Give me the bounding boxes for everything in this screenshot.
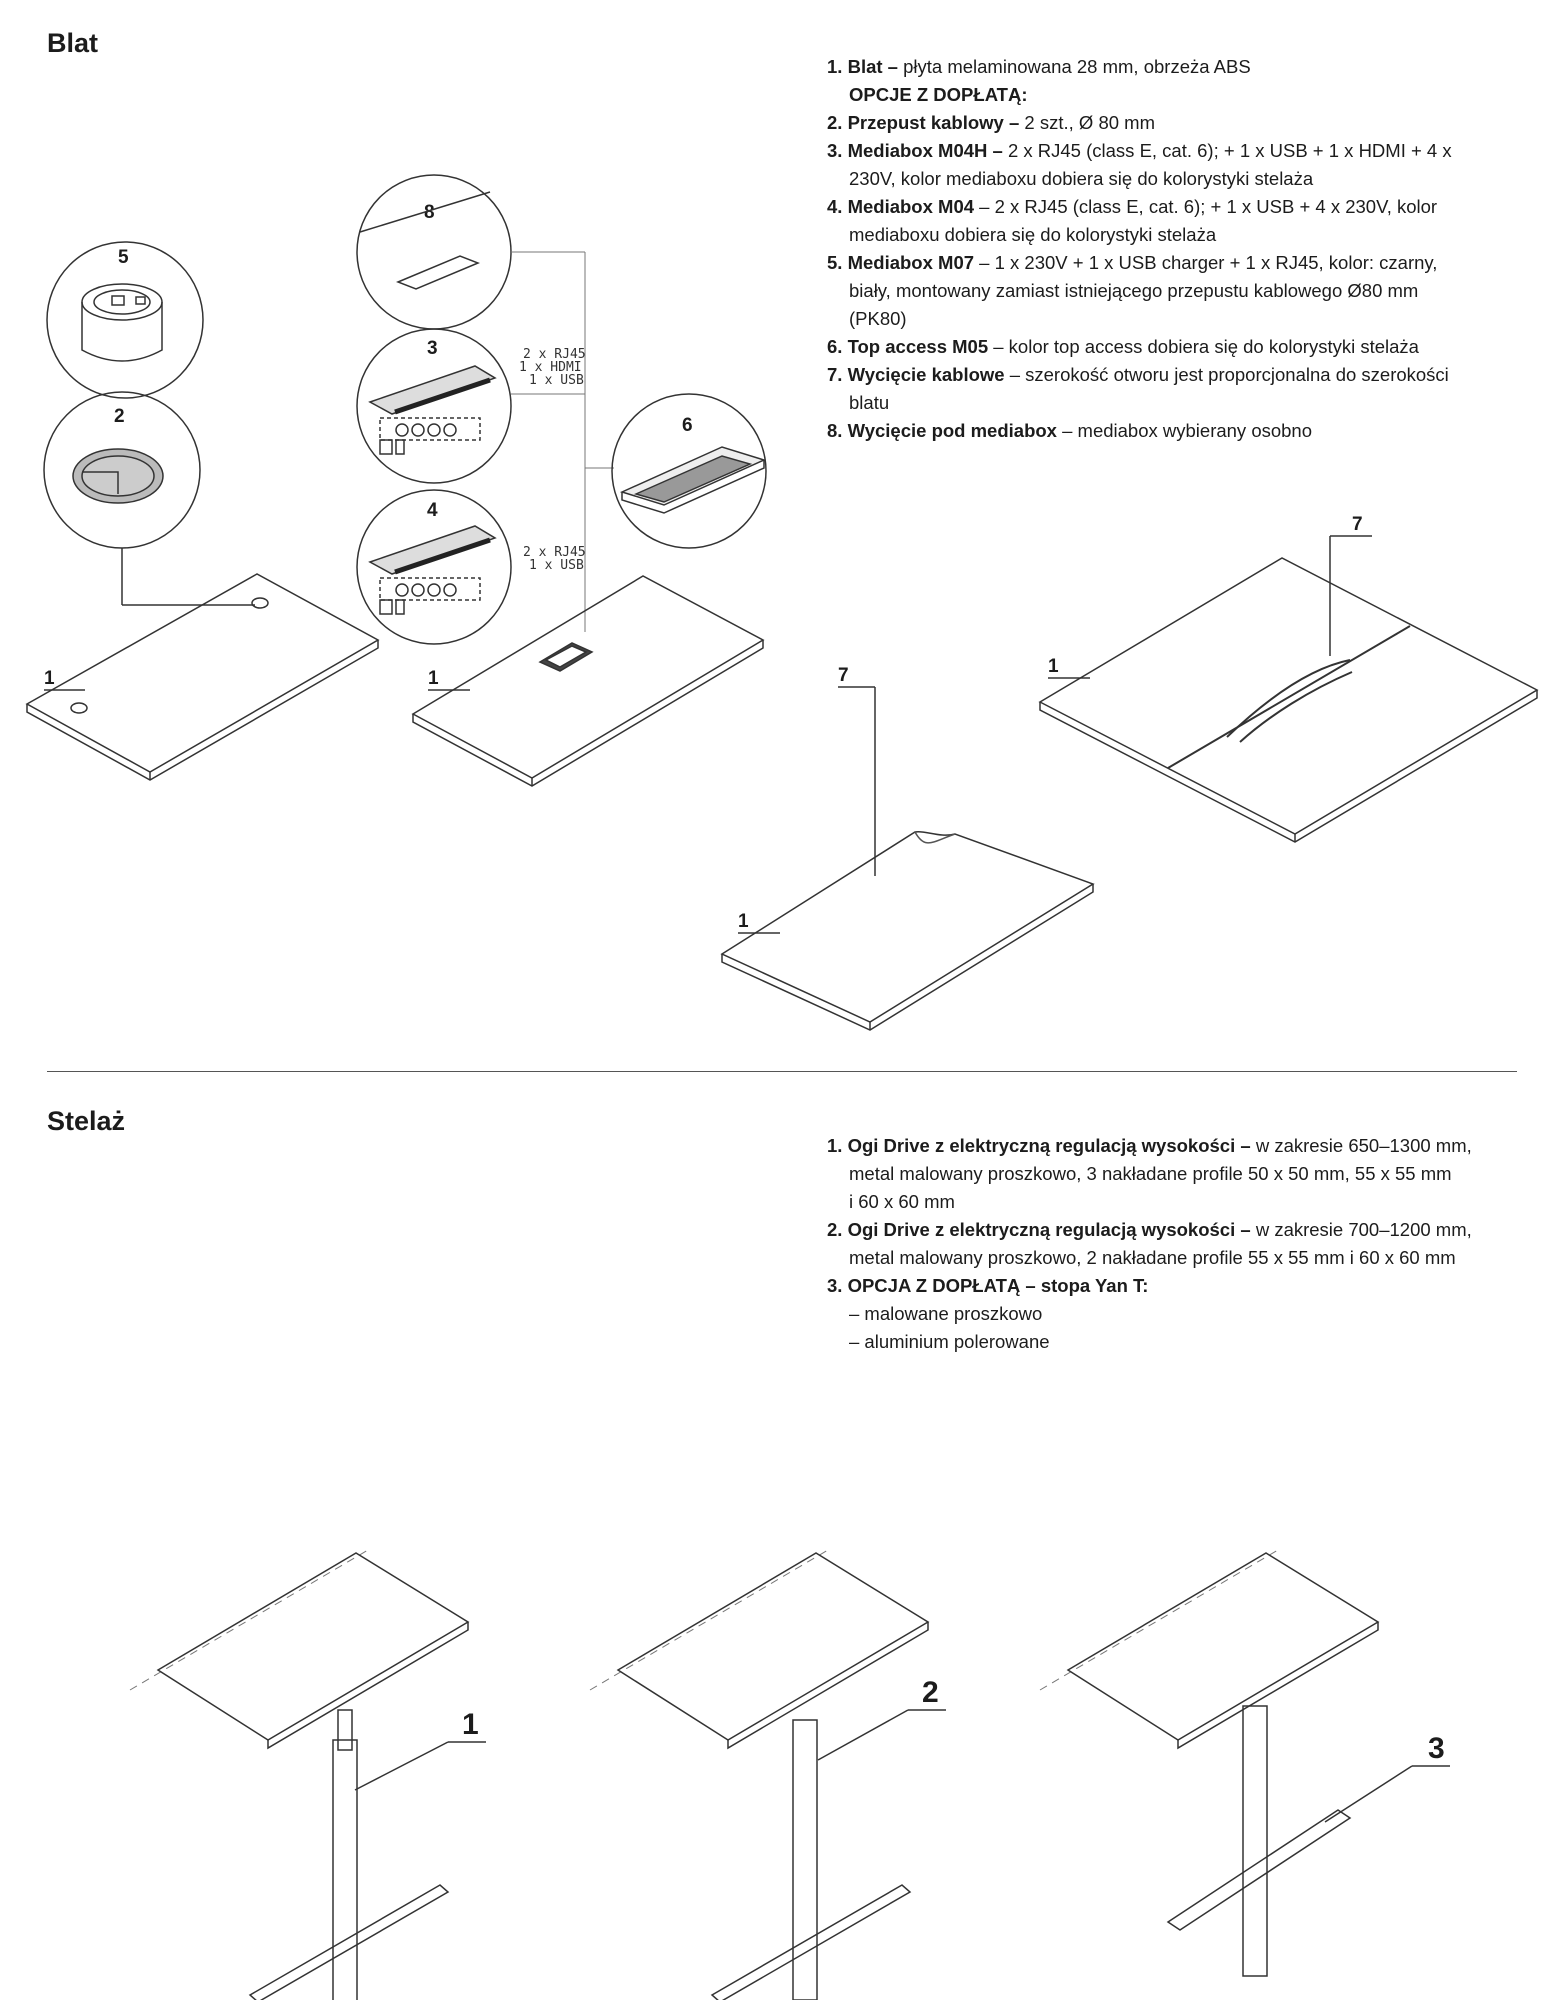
options-header: OPCJE Z DOPŁATĄ: [849, 84, 1028, 105]
section-divider [47, 1071, 1517, 1072]
callout-1-right: 1 [1048, 656, 1059, 677]
frame-label-3: 3 [1428, 1732, 1445, 1765]
callout-2: 2 [114, 406, 125, 427]
blat-spec-list: 1. Blat – płyta melaminowana 28 mm, obrz… [827, 53, 1527, 445]
callout-6: 6 [682, 415, 693, 436]
stelaz-spec-list: 1. Ogi Drive z elektryczną regulacją wys… [827, 1132, 1547, 1356]
callout-5: 5 [118, 247, 129, 268]
svg-text:1 x HDMI: 1 x HDMI [519, 360, 582, 375]
section-title-stelaz: Stelaż [47, 1106, 126, 1136]
spec-item-1: 1. Blat – płyta melaminowana 28 mm, obrz… [827, 56, 1251, 77]
callout-4: 4 [427, 500, 438, 521]
desktop-middle: 1 [411, 575, 765, 787]
detail-circle-2: 2 [43, 391, 255, 606]
frame-label-1: 1 [462, 1708, 479, 1741]
detail-circle-5: 5 [46, 241, 204, 399]
callout-7-right: 7 [1352, 514, 1363, 535]
detail-circle-3: 3 [356, 328, 512, 484]
callout-1-cutout: 1 [738, 911, 749, 932]
frame-drawing-3: 3 [1039, 1549, 1450, 1977]
port-labels-m04: 2 x RJ45 1 x USB [523, 545, 586, 573]
spec-item-8: 8. Wycięcie pod mediabox – mediabox wybi… [827, 420, 1313, 441]
spec-item-3: 3. Mediabox M04H – 2 x RJ45 (class E, ca… [827, 140, 1452, 189]
callout-1-left: 1 [44, 668, 55, 689]
detail-circle-8: 8 [356, 174, 512, 330]
svg-text:1 x USB: 1 x USB [529, 373, 584, 388]
spec-item-5: 5. Mediabox M07 – 1 x 230V + 1 x USB cha… [827, 252, 1438, 329]
spec-item-6: 6. Top access M05 – kolor top access dob… [827, 336, 1419, 357]
detail-circle-6: 6 [611, 393, 767, 549]
desktop-double: 7 1 [1038, 514, 1539, 843]
frame-drawing-1: 1 [129, 1549, 486, 2000]
spec-item-4: 4. Mediabox M04 – 2 x RJ45 (class E, cat… [827, 196, 1438, 245]
desktop-left: 1 [25, 573, 380, 781]
callout-connectors [511, 251, 614, 632]
frame-spec-item-1: 1. Ogi Drive z elektryczną regulacją wys… [827, 1135, 1472, 1212]
callout-8: 8 [424, 202, 435, 223]
callout-1-middle: 1 [428, 668, 439, 689]
svg-text:1 x USB: 1 x USB [529, 558, 584, 573]
callout-3: 3 [427, 338, 438, 359]
frame-label-2: 2 [922, 1676, 939, 1709]
section-title-blat: Blat [47, 28, 99, 58]
frame-drawing-2: 2 [589, 1549, 946, 2000]
frame-spec-item-2: 2. Ogi Drive z elektryczną regulacją wys… [827, 1219, 1472, 1268]
port-labels-m04h: 2 x RJ45 1 x HDMI 1 x USB [519, 347, 586, 388]
detail-circle-4: 4 [356, 489, 512, 645]
svg-text:2 x RJ45: 2 x RJ45 [523, 545, 586, 560]
callout-7-left: 7 [838, 665, 849, 686]
svg-text:2 x RJ45: 2 x RJ45 [523, 347, 586, 362]
spec-item-7: 7. Wycięcie kablowe – szerokość otworu j… [827, 364, 1449, 413]
spec-item-2: 2. Przepust kablowy – 2 szt., Ø 80 mm [827, 112, 1155, 133]
frame-spec-item-3: 3. OPCJA Z DOPŁATĄ – stopa Yan T:– malow… [827, 1275, 1149, 1352]
desktop-cutout: 7 1 [720, 665, 1095, 1031]
